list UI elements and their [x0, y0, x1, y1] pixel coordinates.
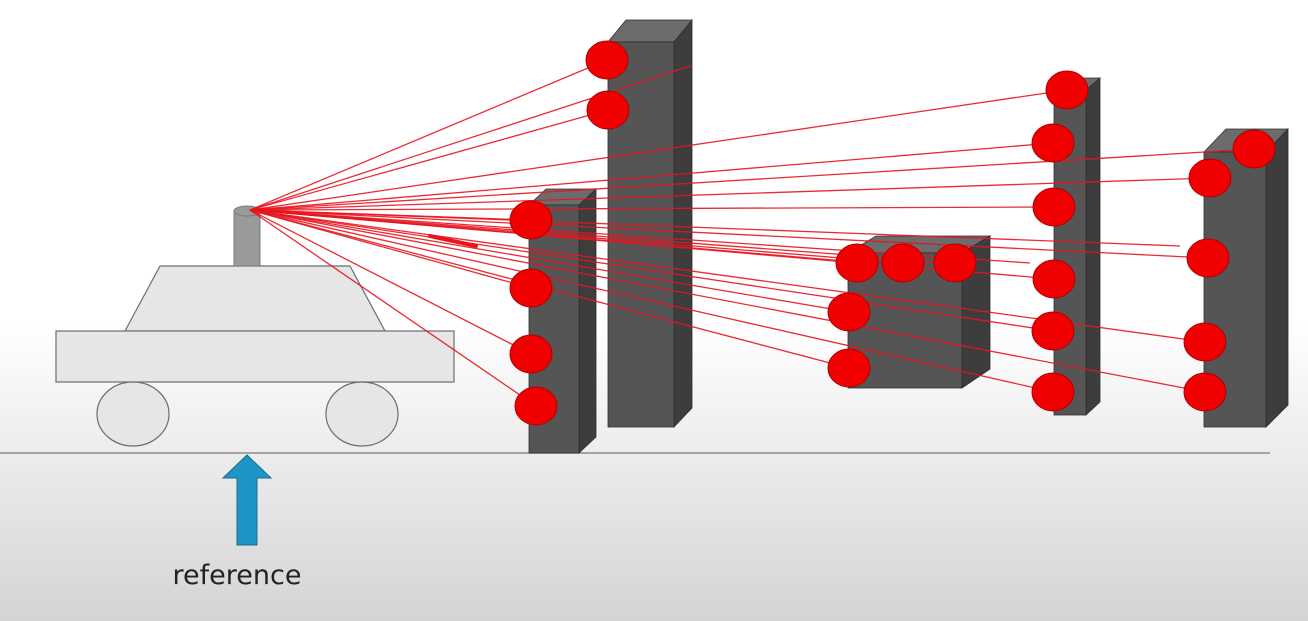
laser-ray — [249, 209, 532, 355]
hit-point — [509, 268, 553, 308]
laser-ray — [249, 65, 691, 211]
hit-point — [1032, 187, 1076, 227]
hit-point — [1186, 238, 1230, 278]
laser-ray — [249, 148, 1255, 211]
laser-ray — [249, 142, 1054, 211]
laser-ray — [249, 209, 537, 407]
hit-point — [509, 334, 553, 374]
hit-point — [1031, 123, 1075, 163]
hit-point — [835, 243, 879, 283]
obstacle-tall-pillar — [607, 18, 693, 429]
laser-ray — [249, 89, 1068, 211]
up-arrow-icon — [221, 454, 273, 546]
hit-point — [1032, 259, 1076, 299]
hit-point — [1183, 372, 1227, 412]
hit-point — [1188, 158, 1232, 198]
reference-marker: reference — [173, 454, 302, 591]
laser-ray — [249, 109, 609, 211]
laser-ray — [249, 59, 608, 211]
hit-point — [1045, 70, 1089, 110]
laser-rays — [249, 59, 1255, 407]
laser-ray — [249, 209, 956, 264]
laser-streak — [428, 234, 478, 248]
hit-points — [509, 40, 1276, 426]
car-body — [55, 330, 455, 383]
car-wheel-front — [325, 381, 399, 447]
laser-ray — [249, 209, 1209, 259]
hit-point — [514, 386, 558, 426]
hit-point — [933, 243, 977, 283]
laser-ray — [249, 206, 1055, 211]
laser-ray — [249, 209, 1181, 247]
hit-point — [827, 348, 871, 388]
laser-ray — [249, 209, 1206, 393]
vehicle — [55, 205, 455, 447]
laser-ray — [249, 209, 1054, 393]
hit-point — [585, 40, 629, 80]
hit-point — [881, 243, 925, 283]
hit-point — [509, 200, 553, 240]
hit-point — [586, 90, 630, 130]
hit-point — [1031, 311, 1075, 351]
hit-point — [827, 292, 871, 332]
laser-ray — [249, 209, 1054, 332]
hit-point — [1183, 322, 1227, 362]
reference-label: reference — [173, 560, 302, 591]
car-wheel-rear — [96, 381, 170, 447]
hit-point — [1232, 129, 1276, 169]
laser-ray — [249, 209, 850, 313]
lidar-sensor-body — [233, 210, 261, 267]
hit-point — [1031, 372, 1075, 412]
laser-ray — [249, 177, 1211, 211]
